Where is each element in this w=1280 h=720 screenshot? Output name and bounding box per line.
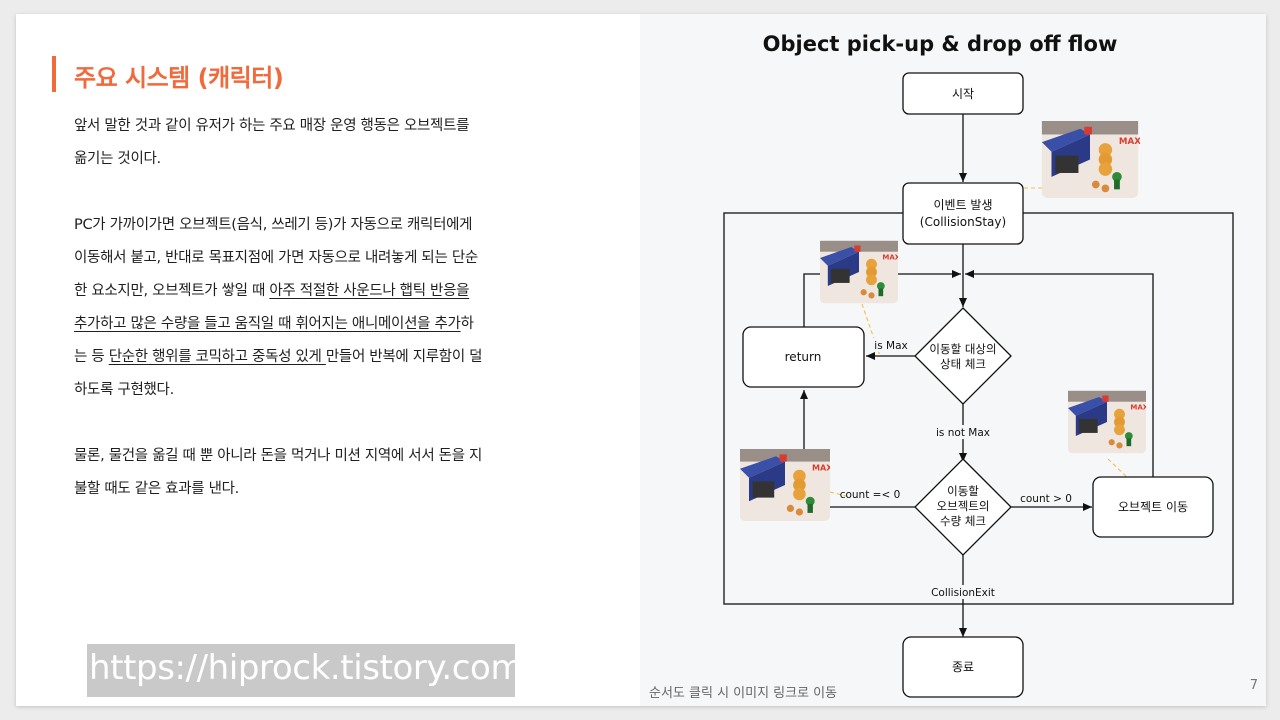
text-span: 는 등 — [74, 349, 109, 365]
game-thumbnail-icon — [820, 240, 898, 304]
node-event-label-2: (CollisionStay) — [920, 215, 1006, 229]
text-line: 옮기는 것이다. — [74, 151, 161, 167]
node-return[interactable]: return — [742, 326, 865, 388]
edge-label-count-gt-zero: count > 0 — [1020, 493, 1072, 505]
node-end-label: 종료 — [952, 660, 974, 674]
edge-return-to-loop — [803, 270, 961, 328]
node-state-label-1: 이동할 대상의 — [929, 342, 996, 356]
text-line: 추가하고 많은 수량을 들고 움직일 때 휘어지는 애니메이션을 추가하 — [74, 308, 514, 341]
edge-label-collision-exit: CollisionExit — [931, 587, 995, 599]
node-move-label: 오브젝트 이동 — [1118, 500, 1188, 514]
game-thumbnail-icon — [740, 449, 830, 521]
annotation-line — [829, 491, 851, 498]
edge-label-count-le-zero: count =< 0 — [840, 489, 901, 501]
text-line: 하도록 구현했다. — [74, 382, 174, 398]
underlined-text: 추가하고 많은 수량을 들고 움직일 때 휘어지는 애니메이션을 추가 — [74, 316, 461, 332]
game-thumbnail-icon — [1041, 121, 1140, 198]
flowchart[interactable]: MAX Object pick-up & drop off flow — [640, 14, 1266, 706]
text-line: 앞서 말한 것과 같이 유저가 하는 주요 매장 운영 행동은 오브젝트를 — [74, 118, 470, 134]
collision-loop-frame — [723, 212, 1234, 605]
slide-title: 주요 시스템 (캐릭터) — [74, 64, 284, 92]
slide: 주요 시스템 (캐릭터) 앞서 말한 것과 같이 유저가 하는 주요 매장 운영… — [16, 14, 1266, 706]
url-watermark[interactable]: https://hiprock.tistory.com — [87, 644, 524, 697]
node-start[interactable]: 시작 — [902, 72, 1024, 115]
flowchart-title: Object pick-up & drop off flow — [763, 32, 1118, 56]
edge-move-to-loop — [965, 270, 1154, 478]
text-line: 불할 때도 같은 효과를 낸다. — [74, 481, 239, 497]
url-text: https://hiprock.tistory.com — [89, 648, 524, 688]
annotation-line — [1107, 458, 1131, 481]
page-number: 7 — [1249, 678, 1258, 693]
text-line: 한 요소지만, 오브젝트가 쌓일 때 아주 적절한 사운드나 햅틱 반응을 — [74, 275, 514, 308]
node-move[interactable]: 오브젝트 이동 — [1092, 476, 1214, 538]
node-qty-check[interactable]: 이동할 오브젝트의 수량 체크 — [914, 458, 1012, 556]
node-end[interactable]: 종료 — [902, 636, 1024, 698]
node-event[interactable]: 이벤트 발생 (CollisionStay) — [902, 182, 1024, 245]
underlined-text: 아주 적절한 사운드나 햅틱 반응을 — [269, 283, 470, 299]
node-return-label: return — [785, 350, 822, 364]
text-line: 이동해서 붙고, 반대로 목표지점에 가면 자동으로 내려놓게 되는 단순 — [74, 250, 478, 266]
edge-label-is-max: is Max — [874, 340, 907, 352]
text-line: 는 등 단순한 행위를 코믹하고 중독성 있게 만들어 반복에 지루함이 덜 — [74, 341, 514, 374]
text-line: PC가 가까이가면 오브젝트(음식, 쓰레기 등)가 자동으로 캐릭터에게 — [74, 217, 473, 233]
node-state-check[interactable]: 이동할 대상의 상태 체크 — [914, 307, 1012, 405]
text-span: 만들어 반복에 지루함이 덜 — [325, 349, 483, 365]
node-event-label-1: 이벤트 발생 — [933, 198, 992, 212]
node-qty-label-3: 수량 체크 — [940, 514, 986, 528]
text-span: 하 — [460, 316, 474, 332]
game-thumbnail-icon — [1068, 390, 1146, 454]
flowchart-caption: 순서도 클릭 시 이미지 링크로 이동 — [649, 686, 838, 701]
node-qty-label-1: 이동할 — [947, 484, 979, 498]
text-line: 물론, 물건을 옮길 때 뿐 아니라 돈을 먹거나 미션 지역에 서서 돈을 지 — [74, 448, 483, 464]
body-text: 앞서 말한 것과 같이 유저가 하는 주요 매장 운영 행동은 오브젝트를 옮기… — [74, 110, 514, 506]
text-span: 한 요소지만, 오브젝트가 쌓일 때 — [74, 283, 270, 299]
edge-label-is-not-max: is not Max — [936, 427, 990, 439]
node-qty-label-2: 오브젝트의 — [937, 499, 990, 513]
node-start-label: 시작 — [952, 87, 974, 101]
title-accent-bar — [52, 56, 56, 92]
underlined-text: 단순한 행위를 코믹하고 중독성 있게 — [108, 349, 326, 365]
node-state-label-2: 상태 체크 — [940, 357, 986, 371]
